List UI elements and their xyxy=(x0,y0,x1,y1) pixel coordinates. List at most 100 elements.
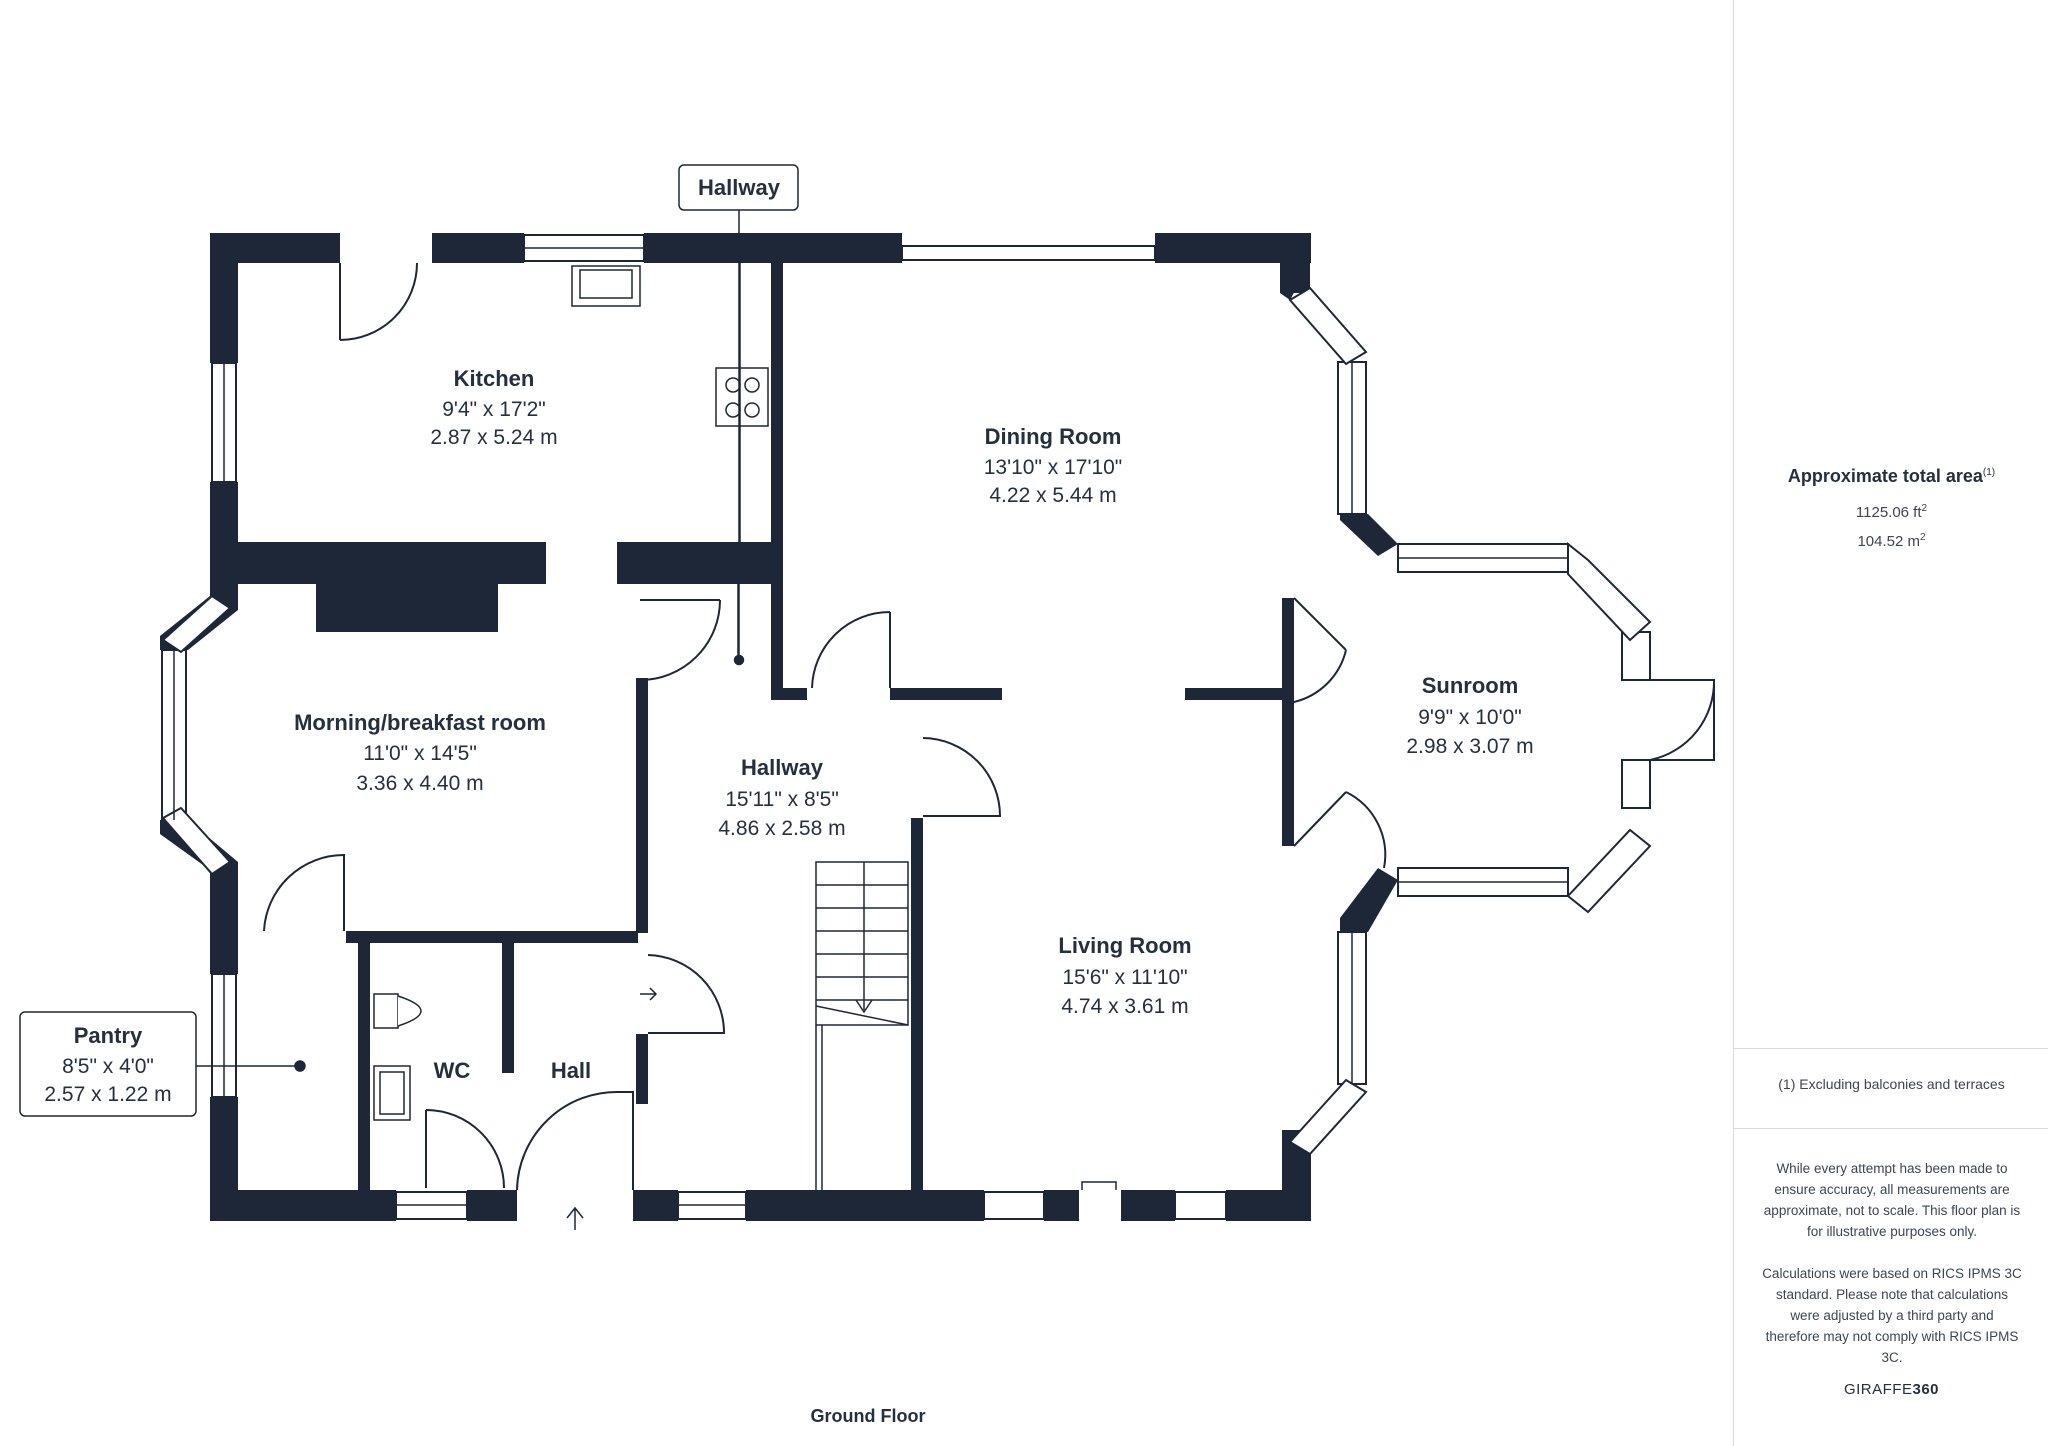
door-wc xyxy=(425,1109,505,1189)
kitchen-hob-icon xyxy=(715,367,769,427)
sidebar-divider-2 xyxy=(1734,1128,2048,1129)
kitchen-imperial: 9'4" x 17'2" xyxy=(442,398,546,421)
window-sunroom-diag-bottom xyxy=(1566,828,1652,914)
kitchen-name: Kitchen xyxy=(454,366,535,391)
hallway-name: Hallway xyxy=(741,755,824,780)
total-area-m: 104.52 m2 xyxy=(1734,532,2048,550)
fixtures xyxy=(373,263,1117,1190)
wall-hallway-living-divider xyxy=(911,818,923,1190)
pantry-callout-metric: 2.57 x 1.22 m xyxy=(44,1083,171,1106)
window-sunroom-right-top xyxy=(1621,631,1651,681)
hallway-imperial: 15'11" x 8'5" xyxy=(725,788,839,811)
morning-name: Morning/breakfast room xyxy=(294,710,546,735)
wall-kitchen-bottom-right xyxy=(617,542,782,584)
window-sunroom-right-bottom xyxy=(1621,759,1651,809)
wall-bottom-pantry xyxy=(210,1190,396,1221)
window-glazing-lines xyxy=(173,247,1568,1206)
sq-mark-m: 2 xyxy=(1919,532,1926,543)
floor-plan-drawing: Kitchen 9'4" x 17'2" 2.87 x 5.24 m Dinin… xyxy=(19,164,1716,1230)
wall-bottom-living-a xyxy=(1044,1190,1079,1221)
window-living-bottom-a xyxy=(983,1191,1045,1220)
direction-markers xyxy=(566,987,658,1230)
wall-hallway-left-vertical xyxy=(636,678,648,933)
exterior-walls xyxy=(160,233,1398,1221)
wall-bottom-hallway xyxy=(746,1190,984,1221)
window-kitchen-bay-upper xyxy=(161,594,232,654)
wall-dining-living-stub xyxy=(1185,688,1289,700)
wall-dining-bay-corner-top xyxy=(1280,263,1310,300)
floor-label: Ground Floor xyxy=(810,1406,926,1426)
disclaimer-paragraph-2: Calculations were based on RICS IPMS 3C … xyxy=(1762,1266,2022,1365)
wall-hallway-top-left xyxy=(771,688,807,700)
wall-living-bay-knee xyxy=(1340,868,1398,932)
door-kitchen-exterior xyxy=(339,262,418,341)
living-metric: 4.74 x 3.61 m xyxy=(1061,995,1188,1018)
fireplace-icon xyxy=(1081,1181,1117,1190)
wc-toilet-icon xyxy=(373,993,399,1029)
door-dining-sunroom xyxy=(1293,597,1347,703)
room-labels: Kitchen 9'4" x 17'2" 2.87 x 5.24 m Dinin… xyxy=(294,366,1534,1083)
total-area-ft-value: 1125.06 ft xyxy=(1855,504,1922,521)
wc-name: WC xyxy=(434,1058,471,1083)
pantry-callout: Pantry 8'5" x 4'0" 2.57 x 1.22 m xyxy=(19,1011,197,1117)
wall-hallway-left-lower xyxy=(636,1034,648,1104)
window-sunroom-diag-top xyxy=(1567,541,1652,642)
wall-sunroom-left xyxy=(1282,598,1294,846)
door-hallway-living xyxy=(922,737,1002,817)
hallway-callout-name: Hallway xyxy=(698,175,781,200)
dining-name: Dining Room xyxy=(985,424,1122,449)
logo-bold-text: 360 xyxy=(1912,1381,1940,1398)
wall-hall-morning-divider xyxy=(346,931,638,943)
sunroom-metric: 2.98 x 3.07 m xyxy=(1406,735,1533,758)
total-area-ft: 1125.06 ft2 xyxy=(1734,503,2048,521)
callout-leaders xyxy=(196,210,745,1072)
wall-kitchen-chimney xyxy=(316,584,498,632)
wall-kitchen-bottom-left xyxy=(210,542,546,584)
morning-metric: 3.36 x 4.40 m xyxy=(356,772,483,795)
doors xyxy=(263,262,1716,1191)
door-morning-pantry xyxy=(263,853,345,932)
hallway-callout: Hallway xyxy=(678,164,799,211)
footnote-text: (1) Excluding balconies and terraces xyxy=(1778,1076,2005,1092)
hallway-callout-dot xyxy=(733,654,745,666)
info-sidebar: Approximate total area(1) 1125.06 ft2 10… xyxy=(1733,0,2048,1446)
wall-pantry-wc-divider xyxy=(358,931,370,1191)
door-sunroom-exterior xyxy=(1649,679,1716,761)
giraffe360-logo: GIRAFFE360 xyxy=(1734,1381,2048,1398)
sq-mark-ft: 2 xyxy=(1921,503,1928,514)
total-area-title: Approximate total area(1) xyxy=(1734,466,2048,487)
sidebar-divider-1 xyxy=(1734,1048,2048,1049)
door-kitchen-hall xyxy=(639,599,721,681)
dining-metric: 4.22 x 5.44 m xyxy=(989,484,1116,507)
pantry-callout-name: Pantry xyxy=(74,1023,143,1048)
door-living-sunroom xyxy=(1293,791,1387,869)
window-dining-top xyxy=(901,245,1156,261)
total-area-m-value: 104.52 m xyxy=(1857,533,1920,550)
entrance-arrow-icon xyxy=(566,1206,584,1230)
hallway-metric: 4.86 x 2.58 m xyxy=(718,817,845,840)
wall-dining-bay-knee xyxy=(1340,514,1398,556)
kitchen-metric: 2.87 x 5.24 m xyxy=(430,426,557,449)
logo-light-text: GIRAFFE xyxy=(1843,1381,1913,1398)
hall-name: Hall xyxy=(551,1058,591,1083)
staircase xyxy=(815,861,909,1190)
living-imperial: 15'6" x 11'10" xyxy=(1062,966,1187,989)
door-hallway-dining xyxy=(811,611,891,689)
wall-bottom-hall-right xyxy=(633,1190,678,1221)
wall-bottom-living-b xyxy=(1121,1190,1175,1221)
pantry-callout-imperial: 8'5" x 4'0" xyxy=(62,1055,154,1078)
pantry-callout-dot xyxy=(294,1060,306,1072)
wall-kitchen-hall-vertical xyxy=(771,263,783,689)
sunroom-name: Sunroom xyxy=(1422,673,1519,698)
sunroom-imperial: 9'9" x 10'0" xyxy=(1418,706,1522,729)
wall-left-pantry-top xyxy=(210,870,238,974)
window-living-bottom-b xyxy=(1174,1191,1227,1220)
window-dining-bay-upper xyxy=(1288,286,1368,366)
hall-arrow-icon xyxy=(640,987,658,1001)
wall-wc-hall-divider xyxy=(502,943,514,1073)
door-hall-hallway xyxy=(647,954,726,1034)
total-area-footnote-mark: (1) xyxy=(1982,467,1996,478)
total-area-title-text: Approximate total area xyxy=(1787,466,1983,486)
wall-bottom-wc-right xyxy=(467,1190,517,1221)
